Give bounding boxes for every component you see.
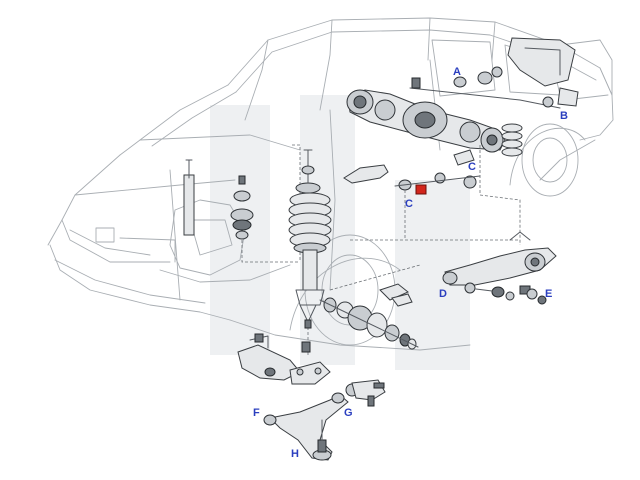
callout-labels: A B C C D E F G H [253, 66, 568, 460]
rear-trailing-arm [442, 231, 557, 305]
front-control-arm-assembly [237, 333, 386, 461]
coil-spring [288, 192, 332, 254]
callout-e: E [545, 288, 552, 300]
front-strut-assembly [183, 144, 332, 355]
callout-f: F [253, 407, 260, 419]
highlighted-bushing [415, 184, 427, 195]
front-hub-parts [319, 283, 419, 350]
rear-axle-assembly [329, 37, 579, 291]
callout-d: D [439, 288, 447, 300]
callout-h: H [291, 448, 299, 460]
engine-bay-sketch [159, 199, 291, 283]
callout-c-left: C [405, 198, 413, 210]
callout-b: B [560, 110, 568, 122]
callout-c-right: C [468, 161, 476, 173]
callout-g: G [344, 407, 353, 419]
callout-a: A [453, 66, 461, 78]
